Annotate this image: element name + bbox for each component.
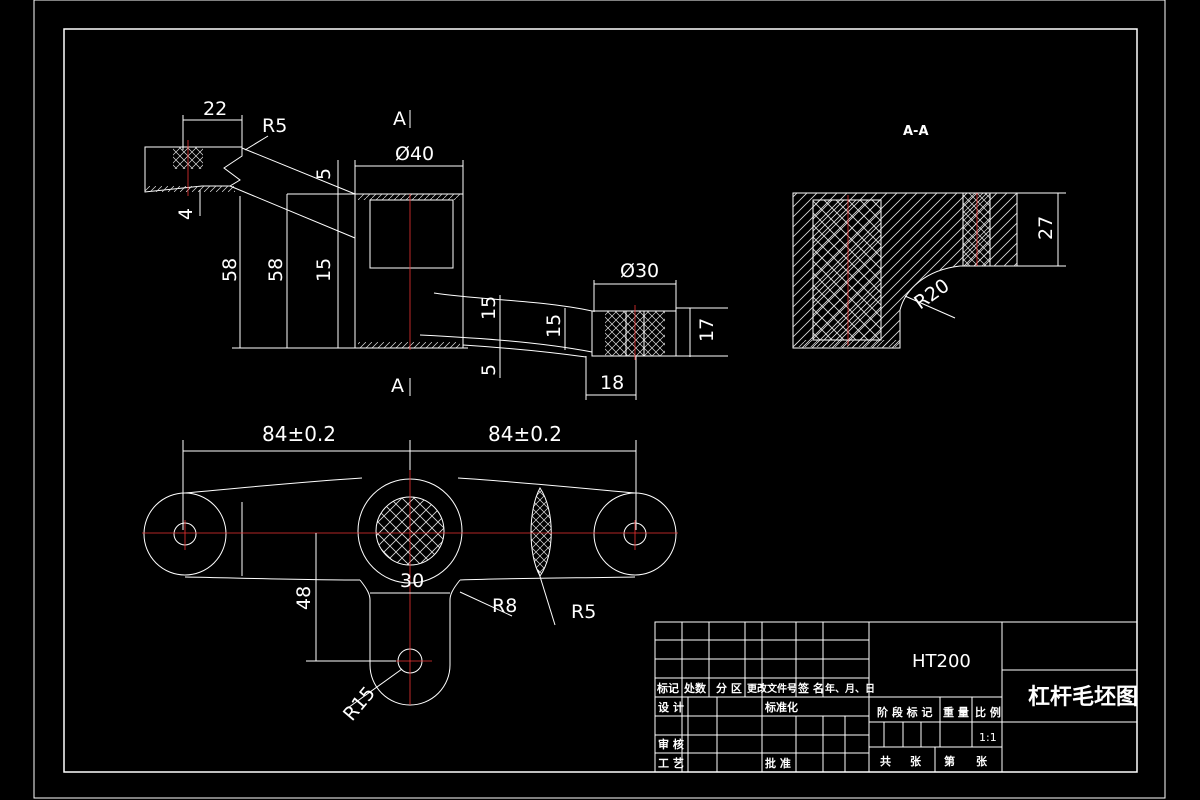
label-weight: 重 量 — [943, 705, 969, 719]
hdr-sign: 签 名 — [797, 681, 824, 695]
label-sheets-total-unit: 张 — [910, 754, 922, 768]
dim-r5-top: R5 — [262, 115, 287, 137]
plan-view — [142, 440, 678, 711]
dim-r8: R8 — [492, 595, 517, 617]
section-aa-title: A-A — [903, 124, 929, 139]
label-sheet-no-unit: 张 — [976, 754, 988, 768]
label-standardization: 标准化 — [764, 700, 798, 714]
inner-frame — [63, 28, 1138, 773]
outer-frame — [33, 0, 1166, 799]
dim-5-bottom: 5 — [478, 364, 500, 376]
dim-18: 18 — [600, 372, 624, 394]
label-review: 审 核 — [658, 737, 684, 751]
dim-5-top: 5 — [313, 168, 335, 180]
hdr-mark: 标记 — [656, 681, 679, 695]
dim-17: 17 — [696, 318, 718, 342]
dim-30: 30 — [400, 570, 424, 592]
dim-d40: Ø40 — [395, 143, 434, 165]
dim-span-right: 84±0.2 — [488, 422, 562, 446]
dim-r5: R5 — [571, 601, 596, 623]
material-label: HT200 — [912, 651, 971, 672]
title-block — [654, 621, 1138, 773]
scale-value: 1:1 — [979, 731, 997, 744]
top-view — [144, 110, 728, 400]
dim-15-c: 15 — [543, 314, 565, 338]
section-aa — [792, 192, 1066, 349]
label-process: 工 艺 — [658, 756, 684, 770]
hdr-count: 处数 — [683, 681, 707, 695]
label-scale: 比 例 — [975, 705, 1001, 719]
section-marker-bottom: A — [391, 375, 404, 397]
part-name: 杠杆毛坯图 — [1028, 684, 1138, 710]
dim-15-a: 15 — [313, 258, 335, 282]
dim-27: 27 — [1035, 216, 1057, 240]
hdr-date: 年、月、日 — [825, 682, 875, 695]
label-design: 设 计 — [658, 700, 684, 714]
dim-48: 48 — [293, 586, 315, 610]
dim-span-left: 84±0.2 — [262, 422, 336, 446]
dim-d30: Ø30 — [620, 260, 659, 282]
dim-22: 22 — [203, 98, 227, 120]
label-sheets-total: 共 — [880, 754, 891, 768]
section-marker-top: A — [393, 108, 406, 130]
label-sheet-no: 第 — [944, 754, 955, 768]
label-stage-mark: 阶 段 标 记 — [877, 705, 933, 719]
hdr-change-doc: 更改文件号 — [747, 682, 797, 695]
dim-58-b: 58 — [265, 258, 287, 282]
hdr-zone: 分 区 — [716, 681, 742, 695]
dim-58-a: 58 — [219, 258, 241, 282]
dim-4: 4 — [175, 208, 197, 220]
dim-15-b: 15 — [478, 296, 500, 320]
label-approve: 批 准 — [765, 756, 791, 770]
